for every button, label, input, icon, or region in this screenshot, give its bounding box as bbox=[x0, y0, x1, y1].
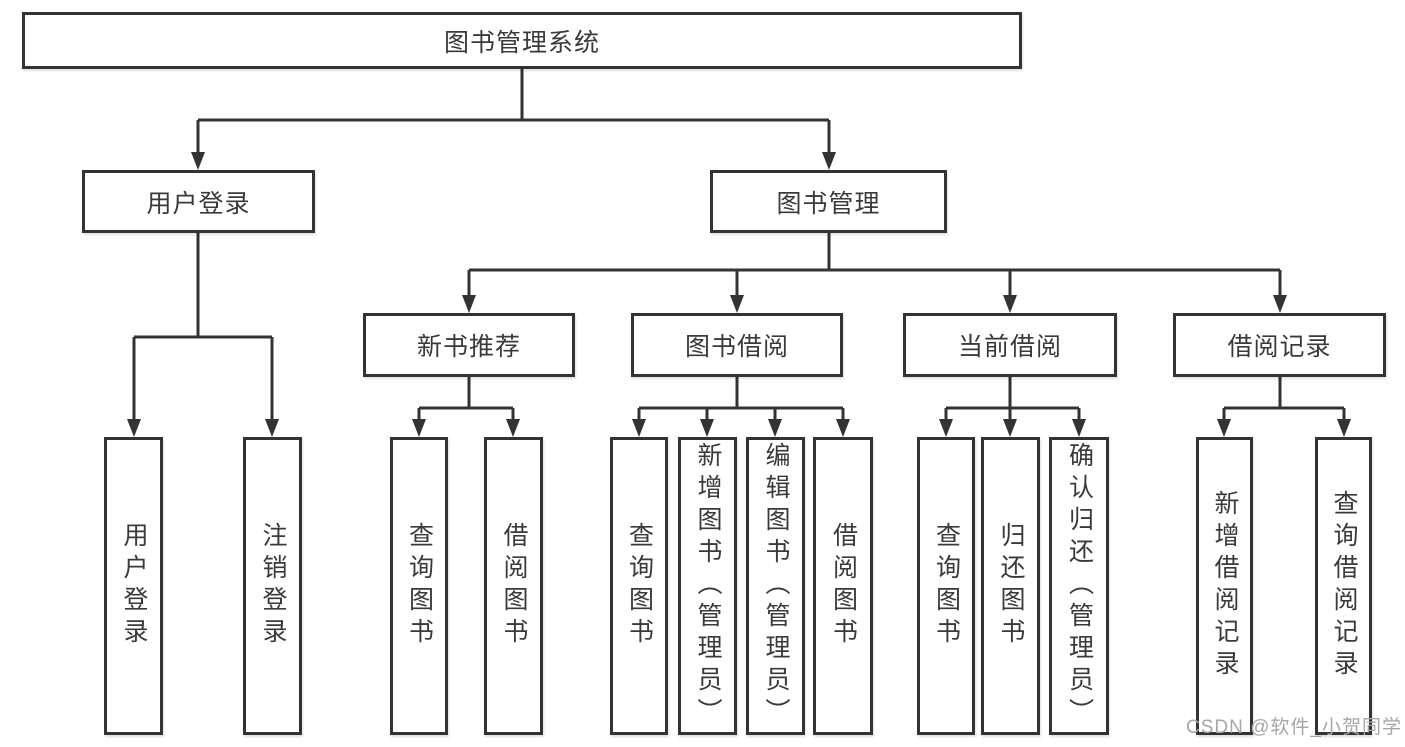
node-label: 编辑图书（管理员） bbox=[762, 442, 790, 730]
leaf-confirm-return-admin: 确认归还（管理员） bbox=[1049, 437, 1109, 735]
node-new-book-recommend: 新书推荐 bbox=[363, 313, 575, 377]
node-label: 图书管理系统 bbox=[443, 28, 600, 57]
node-borrowing-records: 借阅记录 bbox=[1173, 313, 1386, 377]
node-label: 借阅记录 bbox=[1227, 333, 1332, 361]
node-label: 用户登录 bbox=[146, 189, 251, 218]
node-book-management: 图书管理 bbox=[710, 170, 947, 233]
leaf-borrow-books-recommend: 借阅图书 bbox=[484, 437, 543, 735]
connector-current-borrowing-children bbox=[939, 377, 1086, 437]
node-label: 借阅图书 bbox=[829, 522, 858, 650]
connector-root-to-level2 bbox=[191, 69, 836, 170]
node-label: 确认归还（管理员） bbox=[1065, 442, 1094, 730]
node-label: 新增图书（管理员） bbox=[694, 442, 722, 730]
leaf-borrow-books: 借阅图书 bbox=[813, 437, 873, 735]
node-label: 图书管理 bbox=[776, 189, 881, 218]
node-label: 注销登录 bbox=[259, 522, 287, 650]
node-label: 查询图书 bbox=[932, 522, 961, 650]
leaf-query-books-recommend: 查询图书 bbox=[390, 437, 448, 735]
node-label: 用户登录 bbox=[120, 522, 148, 650]
node-label: 图书借阅 bbox=[684, 333, 789, 361]
node-label: 新书推荐 bbox=[416, 333, 521, 361]
node-current-borrowing: 当前借阅 bbox=[903, 313, 1117, 377]
node-user-login: 用户登录 bbox=[82, 170, 315, 233]
node-label: 当前借阅 bbox=[957, 333, 1062, 361]
leaf-edit-book-admin: 编辑图书（管理员） bbox=[746, 437, 805, 735]
connector-user-login-children bbox=[127, 233, 279, 437]
node-label: 借阅图书 bbox=[500, 522, 528, 650]
leaf-return-books: 归还图书 bbox=[981, 437, 1040, 735]
connector-book-borrowing-children bbox=[632, 377, 850, 437]
leaf-query-books-current: 查询图书 bbox=[917, 437, 975, 735]
node-label: 归还图书 bbox=[997, 522, 1025, 650]
node-book-borrowing: 图书借阅 bbox=[631, 313, 843, 377]
leaf-add-book-admin: 新增图书（管理员） bbox=[678, 437, 737, 735]
connector-book-management-children bbox=[462, 233, 1287, 313]
node-label: 新增借阅记录 bbox=[1211, 490, 1239, 682]
node-label: 查询借阅记录 bbox=[1330, 490, 1358, 682]
leaf-logout: 注销登录 bbox=[243, 437, 302, 735]
node-label: 查询图书 bbox=[625, 522, 654, 650]
leaf-query-borrow-record: 查询借阅记录 bbox=[1315, 437, 1372, 735]
leaf-query-books-borrowing: 查询图书 bbox=[610, 437, 668, 735]
csdn-watermark: CSDN @软件_小贺同学 bbox=[1186, 717, 1402, 738]
node-library-management-system: 图书管理系统 bbox=[22, 12, 1022, 69]
leaf-add-borrow-record: 新增借阅记录 bbox=[1196, 437, 1253, 735]
connector-borrowing-records-children bbox=[1217, 377, 1351, 437]
connector-new-book-recommend-children bbox=[412, 377, 520, 437]
node-label: 查询图书 bbox=[405, 522, 434, 650]
leaf-user-login: 用户登录 bbox=[104, 437, 163, 735]
